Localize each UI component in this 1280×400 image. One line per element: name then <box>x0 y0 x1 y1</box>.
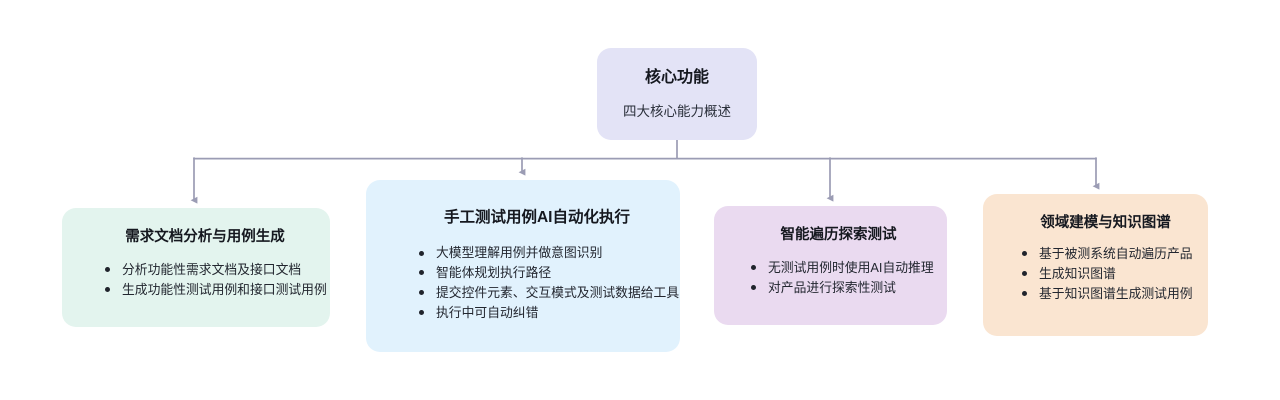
list-item: 对产品进行探索性测试 <box>751 278 929 298</box>
list-item: 执行中可自动纠错 <box>419 303 660 323</box>
node-manual-case-ai-execution[interactable]: 手工测试用例AI自动化执行 大模型理解用例并做意图识别 智能体规划执行路径 提交… <box>366 180 680 352</box>
list-item: 基于被测系统自动遍历产品 <box>1022 244 1194 264</box>
list-item: 生成知识图谱 <box>1022 264 1194 284</box>
node-title: 手工测试用例AI自动化执行 <box>443 209 630 226</box>
list-item: 无测试用例时使用AI自动推理 <box>751 258 934 278</box>
node-domain-modeling-knowledge-graph[interactable]: 领域建模与知识图谱 基于被测系统自动遍历产品 生成知识图谱 基于知识图谱生成测试… <box>983 194 1208 336</box>
list-item: 基于知识图谱生成测试用例 <box>1022 284 1194 304</box>
node-title: 需求文档分析与用例生成 <box>125 229 285 245</box>
node-root[interactable]: 核心功能 四大核心能力概述 <box>597 48 757 140</box>
node-intelligent-exploratory-testing[interactable]: 智能遍历探索测试 无测试用例时使用AI自动推理 对产品进行探索性测试 <box>714 206 947 325</box>
node-root-subtitle: 四大核心能力概述 <box>623 103 731 119</box>
list-item: 生成功能性测试用例和接口测试用例 <box>105 280 327 300</box>
bullet-list: 无测试用例时使用AI自动推理 对产品进行探索性测试 <box>748 258 934 298</box>
bullet-list: 基于被测系统自动遍历产品 生成知识图谱 基于知识图谱生成测试用例 <box>1017 244 1194 303</box>
bullet-list: 大模型理解用例并做意图识别 智能体规划执行路径 提交控件元素、交互模式及测试数据… <box>414 243 679 323</box>
node-root-title: 核心功能 <box>644 68 709 86</box>
list-item: 分析功能性需求文档及接口文档 <box>105 260 308 280</box>
list-item: 提交控件元素、交互模式及测试数据给工具 <box>419 283 679 303</box>
list-item: 大模型理解用例并做意图识别 <box>419 243 660 263</box>
node-title: 领域建模与知识图谱 <box>1040 215 1171 231</box>
node-requirement-analysis[interactable]: 需求文档分析与用例生成 分析功能性需求文档及接口文档 生成功能性测试用例和接口测… <box>62 208 330 327</box>
node-title: 智能遍历探索测试 <box>780 227 897 243</box>
list-item: 智能体规划执行路径 <box>419 263 660 283</box>
bullet-list: 分析功能性需求文档及接口文档 生成功能性测试用例和接口测试用例 <box>102 260 327 300</box>
